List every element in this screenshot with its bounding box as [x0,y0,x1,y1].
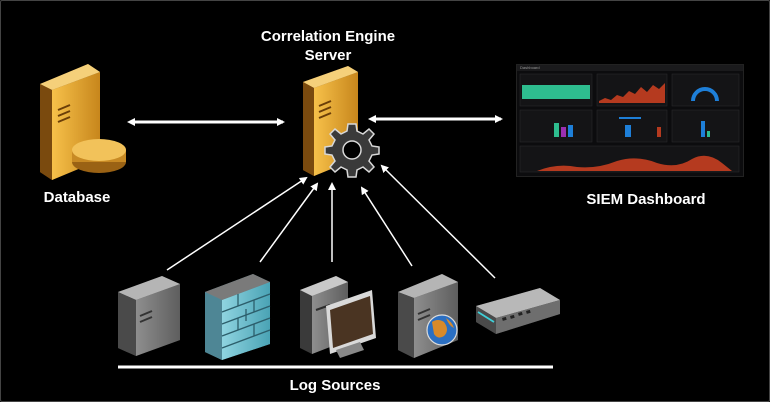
web-server-icon [398,274,458,358]
server-icon [118,276,180,356]
log-arrow-4 [360,186,413,267]
database-label: Database [43,189,111,206]
title-line-2: Server [304,47,352,64]
title-line-1: Correlation Engine [260,28,396,45]
siem-dashboard-label: SIEM Dashboard [586,191,706,208]
dashboard-header-bar: Dashboard [517,65,743,71]
dashboard-widgets [519,73,740,173]
correlation-engine-title: Correlation Engine Server [228,27,428,65]
workstation-icon [300,276,376,358]
log-sources-label: Log Sources [289,377,381,394]
network-switch-icon [476,288,560,334]
database-icon [40,64,126,180]
log-arrow-5 [380,164,496,279]
log-arrow-1 [166,176,308,271]
firewall-icon [205,274,271,360]
siem-dashboard-thumbnail: Dashboard [516,64,744,177]
log-arrow-2 [259,182,319,263]
gear-icon [324,123,380,178]
dashboard-header-text: Dashboard [520,65,540,70]
